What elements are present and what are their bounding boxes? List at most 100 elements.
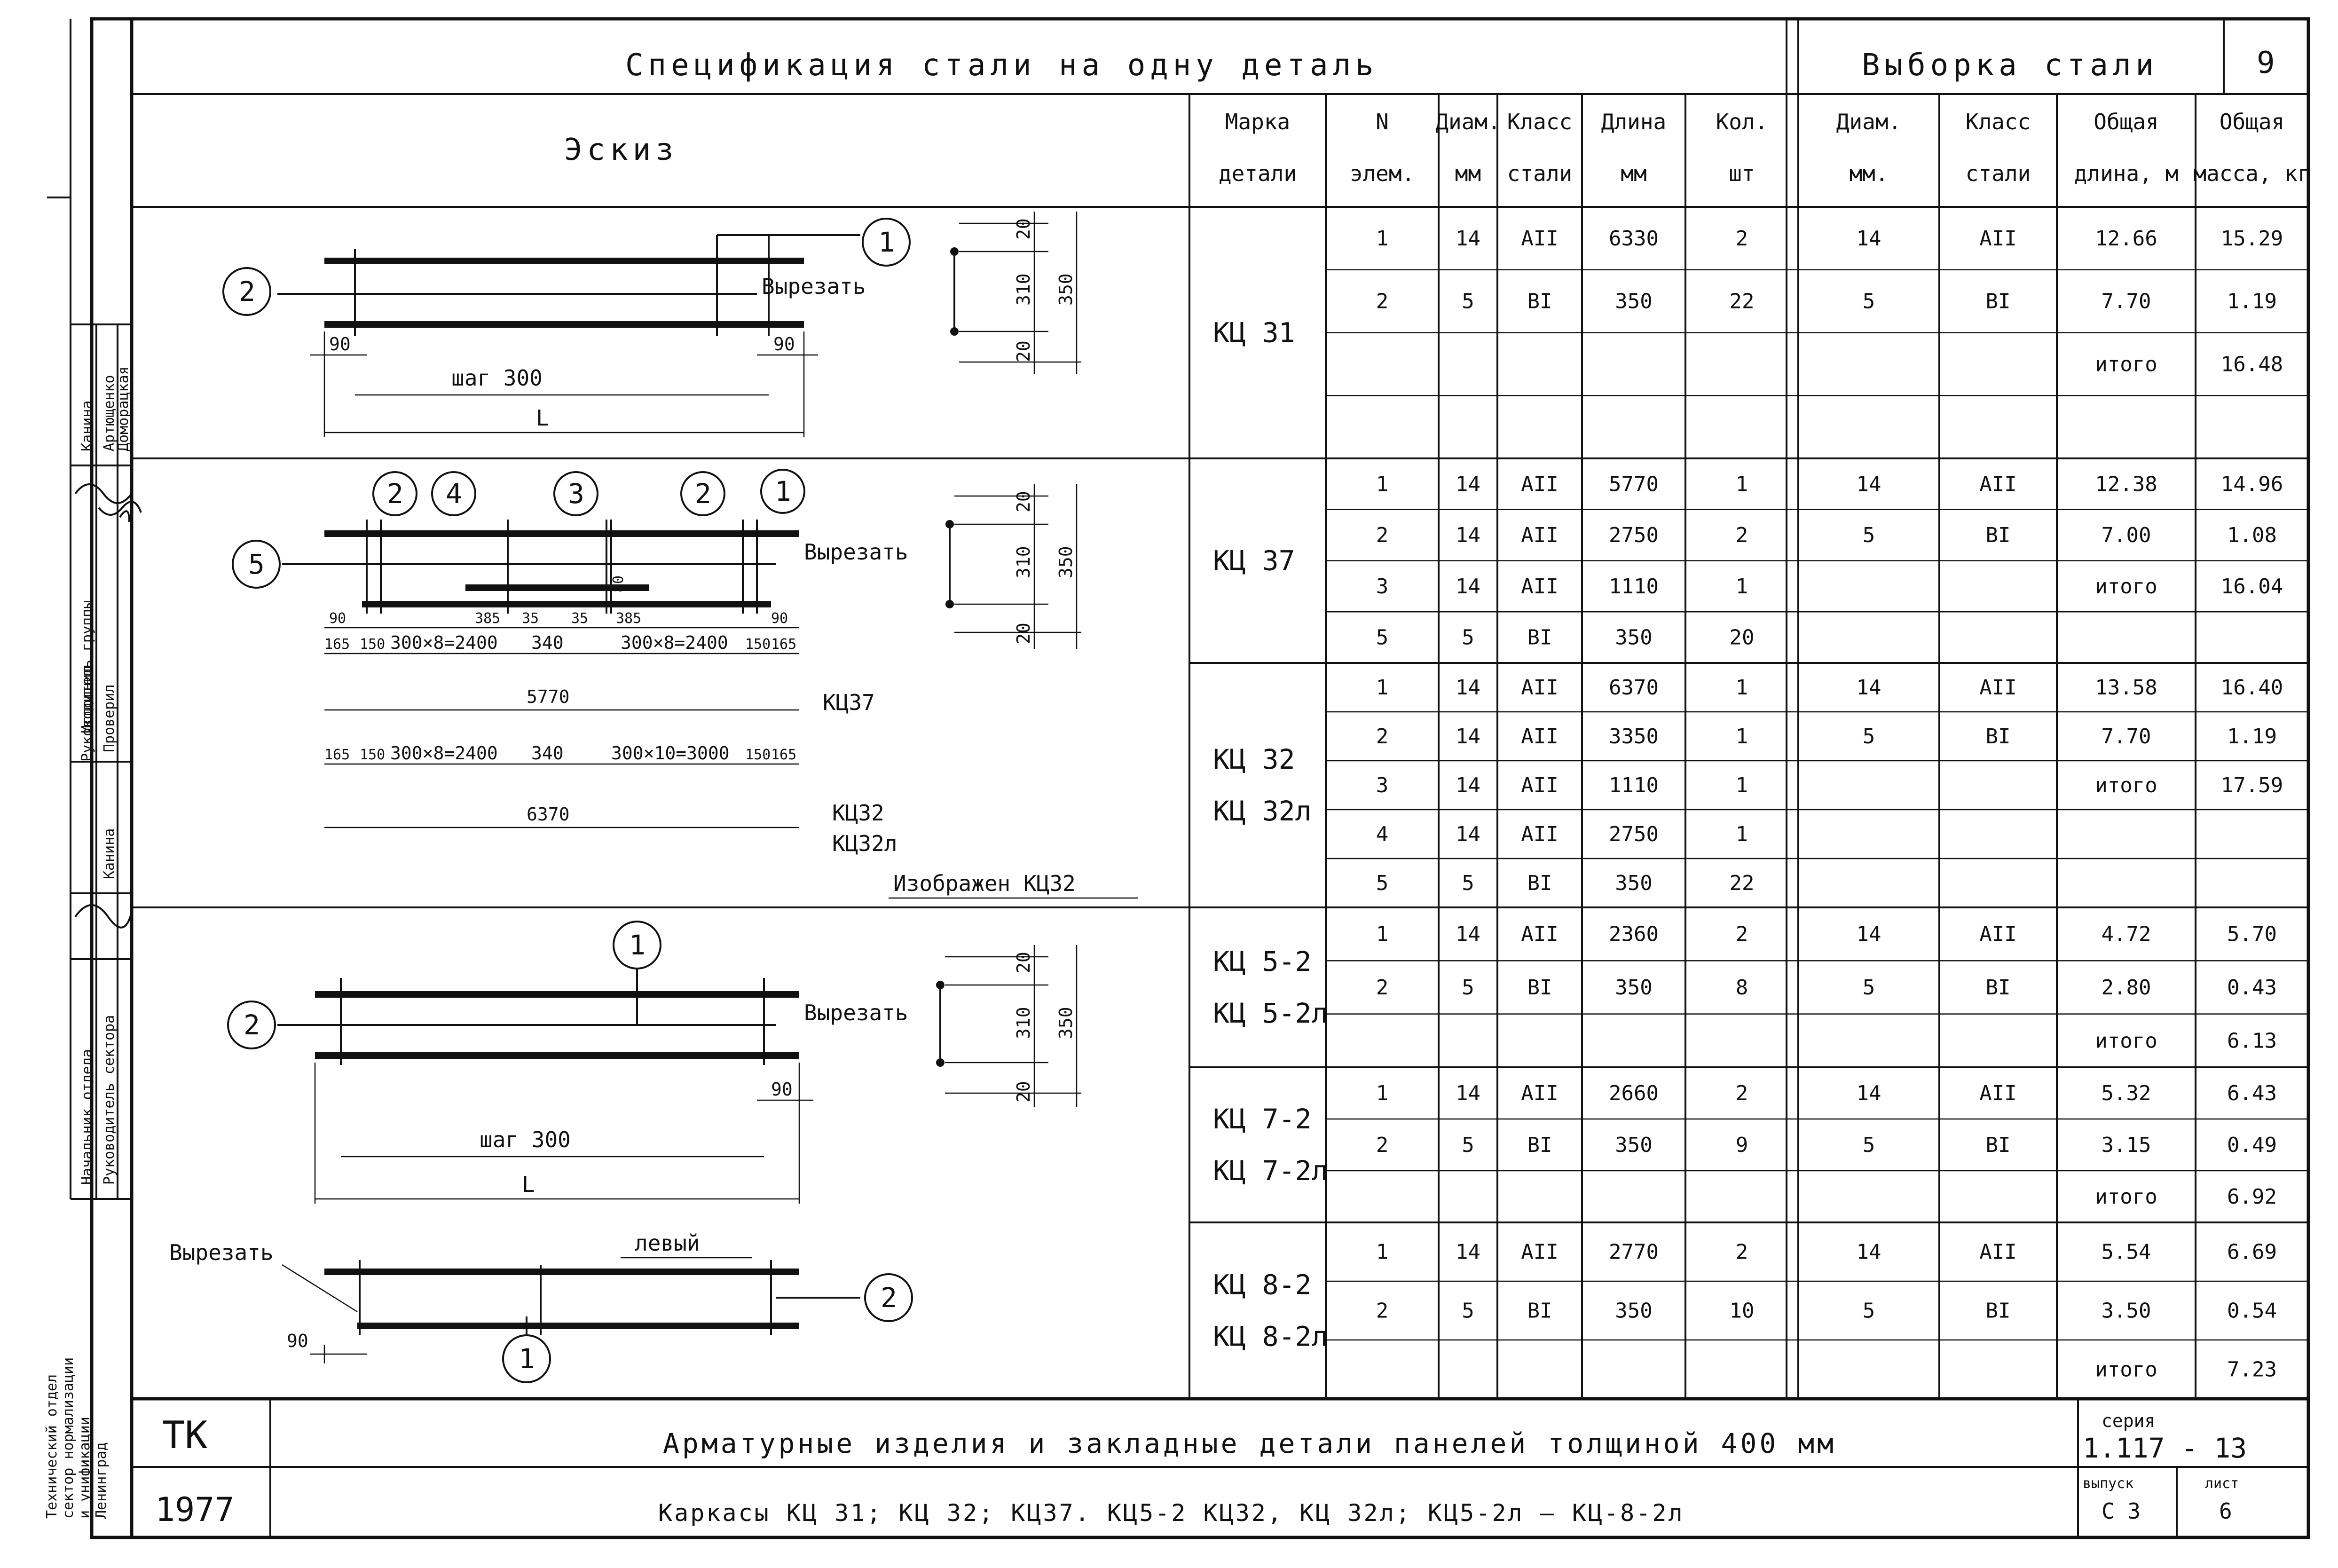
part-mark: КЦ 8-2 [1213,1269,1312,1301]
spec-cell: 2 [1376,1299,1389,1323]
spec-cell: 8 [1736,976,1748,1000]
spec-cell: 350 [1615,290,1652,314]
sample-cell: итого [2095,1029,2157,1053]
sample-cell: AII [1979,676,2016,700]
column-header-2-line1: Диам. [1435,109,1500,134]
role-sector-head: Руководитель сектора [101,1015,118,1185]
title-row: Спецификация стали на одну деталь Выборк… [132,19,2308,1399]
spec-cell: 1 [1736,676,1748,700]
kc5-pitch-label: шаг 300 [480,1127,571,1152]
title-block: ТК 1977 Арматурные изделия и закладные д… [132,1397,2308,1537]
kc31-bubble-1: 1 [878,226,895,258]
kc32-d165-right: 165 [771,747,796,763]
spec-cell: 1110 [1609,575,1659,599]
spec-cell: 14 [1456,922,1480,946]
spec-cell: 5 [1462,976,1474,1000]
spec-cell: BI [1527,290,1552,314]
sample-cell: 17.59 [2221,773,2283,797]
kc31-length-label: L [536,405,549,431]
name-artyushchenko: Артющенко [101,375,118,451]
left-dim-90: 90 [287,1331,308,1351]
kc37-bubble-5: 5 [248,548,265,580]
sample-cell: 5 [1863,1133,1875,1157]
sample-cell: AII [1979,472,2016,496]
issue-label: выпуск [2083,1475,2133,1492]
column-header-4-line2: мм [1621,161,1646,186]
sample-cell: 5.70 [2227,922,2277,946]
column-header-4-line1: Длина [1601,109,1666,134]
spec-cell: 350 [1615,871,1652,895]
kc37-sec-350: 350 [1055,546,1076,578]
spec-cell: 1 [1736,773,1748,797]
sample-cell: 14 [1857,472,1881,496]
kc5-sec-310: 310 [1013,1007,1034,1039]
kc37-bubble-3: 3 [568,478,584,510]
kc31-sec-20-top: 20 [1013,218,1034,240]
column-header-6-line1: Диам. [1836,109,1901,134]
kc37-d340: 340 [531,632,564,653]
kc32-tag: КЦ32 [832,800,884,826]
sketch-kc5-2: 2 1 Вырезать 90 шаг 300 L 20 310 350 20 [227,921,1081,1204]
spec-cell: AII [1521,523,1558,547]
spec-cell: 14 [1456,227,1480,251]
kc37-d150-left: 150 [360,636,385,653]
kc5-bubble-2: 2 [244,1009,260,1041]
kc37-cut-label: Вырезать [804,539,908,565]
sample-cell: 14 [1857,922,1881,946]
sketch-header: Эскиз [564,133,678,167]
column-header-8-line2: длина, м [2074,161,2179,186]
sample-cell: 5 [1863,290,1875,314]
spec-cell: AII [1521,822,1558,846]
spec-cell: 6330 [1609,227,1659,251]
spec-cell: 3 [1376,773,1389,797]
part-mark: КЦ 37 [1213,545,1295,577]
kc37-bubble-4: 4 [446,478,462,510]
sample-cell: итого [2095,1358,2157,1382]
org-line-2: сектор нормализации [60,1357,77,1519]
spec-cell: 14 [1456,773,1480,797]
kc5-sec-350: 350 [1055,1007,1076,1039]
spec-cell: 1 [1376,1081,1389,1105]
sample-cell: BI [1986,523,2011,547]
sample-cell: 14 [1857,1240,1881,1264]
part-mark: КЦ 31 [1213,317,1295,349]
spec-cell: 2 [1376,290,1389,314]
sample-cell: 5 [1863,976,1875,1000]
spec-cell: 1 [1736,472,1748,496]
kc32-d300x10: 300×10=3000 [611,743,730,764]
kc32-d340: 340 [531,743,564,764]
kc37-dim-385-left: 385 [475,610,500,627]
sample-cell: 5 [1863,523,1875,547]
kc32-d300x8: 300×8=2400 [390,743,498,764]
spec-cell: 14 [1456,1240,1480,1264]
spec-cell: AII [1521,725,1558,749]
sample-cell: 15.29 [2221,227,2283,251]
sample-cell: 16.40 [2221,676,2283,700]
sample-cell: 5 [1863,725,1875,749]
kc32-d150-left: 150 [360,747,385,763]
spec-cell: 14 [1456,523,1480,547]
spec-cell: 350 [1615,1133,1652,1157]
org-line-4: Ленинград [93,1442,110,1519]
sheet-value: 6 [2219,1498,2232,1524]
sample-cell: 4.72 [2102,922,2151,946]
spec-cell: 10 [1730,1299,1755,1323]
spec-cell: BI [1527,1299,1552,1323]
sample-cell: 6.43 [2227,1081,2277,1105]
column-header-9-line2: масса, кг [2193,161,2310,186]
kc37-d150-right: 150 [745,636,771,653]
spec-cell: BI [1527,626,1552,650]
spec-cell: 2660 [1609,1081,1659,1105]
kc31-dim-90-right: 90 [773,334,795,355]
spec-cell: AII [1521,575,1558,599]
kc37-dim-385-right: 385 [616,610,641,627]
sample-cell: 0.43 [2227,976,2277,1000]
sample-cell: итого [2095,352,2157,376]
kc37-total-5770: 5770 [527,686,570,707]
sample-cell: BI [1986,290,2011,314]
sample-cell: 0.54 [2227,1299,2277,1323]
signature-4 [74,904,133,929]
sample-cell: 5 [1863,1299,1875,1323]
spec-cell: 2 [1376,976,1389,1000]
